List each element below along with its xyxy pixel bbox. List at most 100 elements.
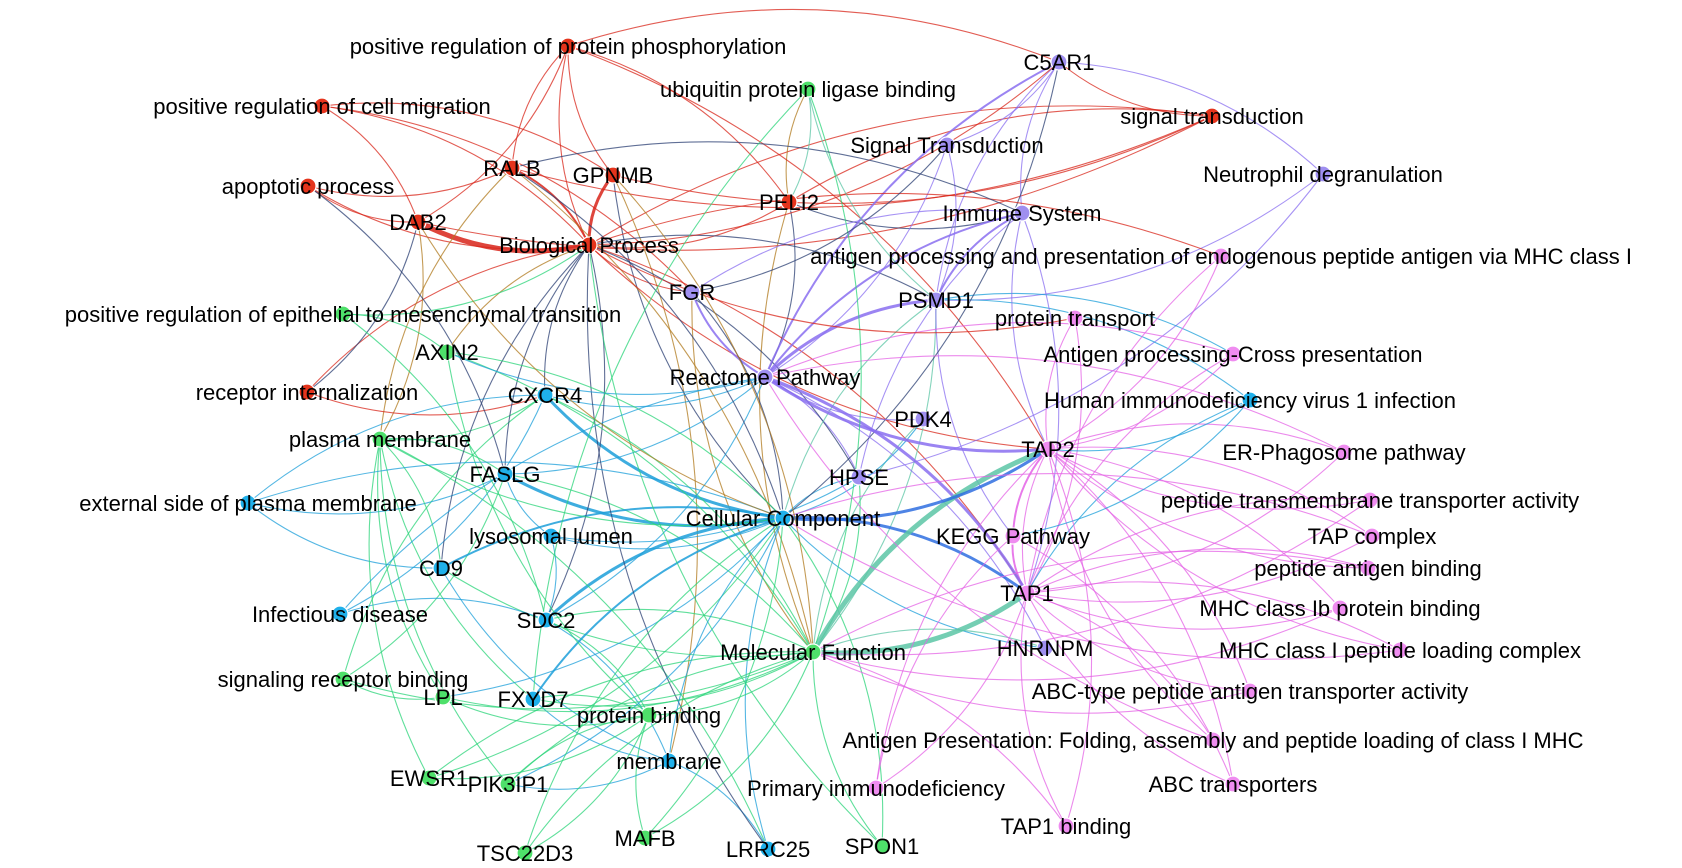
node-marker[interactable] [1036,639,1054,657]
node-signaling-rec[interactable]: signaling receptor binding [218,667,469,692]
node-reactome[interactable]: Reactome Pathway [670,365,861,390]
node-marker[interactable] [371,430,389,448]
node-marker[interactable] [409,213,427,231]
node-marker[interactable] [1331,599,1349,617]
node-marker[interactable] [434,688,452,706]
node-marker[interactable] [1241,391,1259,409]
node-marker[interactable] [496,465,514,483]
node-tsc22d3[interactable]: TSC22D3 [477,841,574,866]
node-ubiquitin[interactable]: ubiquitin protein ligase binding [660,77,956,102]
node-marker[interactable] [780,193,798,211]
node-marker[interactable] [313,97,331,115]
node-marker[interactable] [636,829,654,847]
node-marker[interactable] [1224,345,1242,363]
edge-TAP1-abc_peptide [1026,592,1251,692]
node-marker[interactable] [432,559,450,577]
node-marker[interactable] [850,468,868,486]
node-marker[interactable] [804,643,822,661]
node-marker[interactable] [1335,443,1353,461]
node-sig-trans-r[interactable]: Signal Transduction [850,133,1043,158]
node-c5ar1[interactable]: C5AR1 [1024,50,1095,75]
edge-ubiquitin-PSMD1 [807,88,937,301]
node-receptor-intern[interactable]: receptor internalization [196,380,419,405]
node-marker[interactable] [1004,527,1022,545]
node-marker[interactable] [334,305,352,323]
node-primary-immuno[interactable]: Primary immunodeficiency [747,776,1005,801]
node-lysosomal[interactable]: lysosomal lumen [469,524,633,549]
edge-ubiquitin-PELI2 [788,88,812,203]
node-marker[interactable] [503,159,521,177]
edge-FASLG-ext_plasma [247,473,506,515]
node-marker[interactable] [499,775,517,793]
node-marker[interactable] [1361,491,1379,509]
node-lpl[interactable]: LPL [423,685,462,710]
node-marker[interactable] [604,166,622,184]
node-marker[interactable] [1314,165,1332,183]
node-marker[interactable] [542,527,560,545]
node-gpnmb[interactable]: GPNMB [573,163,654,188]
node-marker[interactable] [536,386,554,404]
node-antigen-folding[interactable]: Antigen Presentation: Folding, assembly … [842,728,1583,753]
node-marker[interactable] [1224,775,1242,793]
node-marker[interactable] [334,670,352,688]
node-marker[interactable] [1039,440,1057,458]
node-pik3ip1[interactable]: PIK3IP1 [468,772,549,797]
node-er-phago[interactable]: ER-Phagosome pathway [1222,440,1465,465]
node-lrrc25[interactable]: LRRC25 [726,837,810,862]
node-marker[interactable] [298,383,316,401]
node-hiv[interactable]: Human immunodeficiency virus 1 infection [1044,388,1456,413]
node-marker[interactable] [914,410,932,428]
node-marker[interactable] [938,136,956,154]
edge-FASLG-mol_function [504,473,814,653]
node-marker[interactable] [1018,584,1036,602]
node-ext-plasma[interactable]: external side of plasma membrane [79,491,417,516]
node-marker[interactable] [774,509,792,527]
node-antigen-endog[interactable]: antigen processing and presentation of e… [810,244,1632,269]
node-marker[interactable] [516,844,534,862]
node-marker[interactable] [524,690,542,708]
node-marker[interactable] [1204,731,1222,749]
node-marker[interactable] [420,769,438,787]
node-marker[interactable] [1241,682,1259,700]
node-marker[interactable] [1057,817,1075,835]
node-neutrophil[interactable]: Neutrophil degranulation [1203,162,1443,187]
node-marker[interactable] [1066,309,1084,327]
node-marker[interactable] [799,80,817,98]
node-marker[interactable] [759,840,777,858]
node-marker[interactable] [927,291,945,309]
edge-mol_function-protein_binding [648,651,814,716]
node-marker[interactable] [756,368,774,386]
node-marker[interactable] [640,706,658,724]
node-marker[interactable] [580,236,598,254]
node-tap1-binding[interactable]: TAP1 binding [1001,814,1131,839]
node-marker[interactable] [331,605,349,623]
node-marker[interactable] [1212,247,1230,265]
node-pos-reg-cell-mig[interactable]: positive regulation of cell migration [153,94,491,119]
node-mafb[interactable]: MAFB [614,826,675,851]
node-marker[interactable] [1050,53,1068,71]
node-antigen-cross[interactable]: Antigen processing-Cross presentation [1043,342,1422,367]
node-marker[interactable] [867,779,885,797]
node-marker[interactable] [537,611,555,629]
node-apoptotic[interactable]: apoptotic process [222,174,394,199]
node-faslg[interactable]: FASLG [470,462,541,487]
node-marker[interactable] [1363,527,1381,545]
node-marker[interactable] [1359,559,1377,577]
node-infectious[interactable]: Infectious disease [252,602,428,627]
node-marker[interactable] [660,752,678,770]
edge-RALB-pos_reg_protein_phos [511,45,569,169]
node-marker[interactable] [1391,641,1409,659]
node-spon1[interactable]: SPON1 [845,834,920,859]
node-marker[interactable] [299,177,317,195]
node-marker[interactable] [559,37,577,55]
node-abc-transporters[interactable]: ABC transporters [1149,772,1318,797]
edge-RALB-mol_function [511,167,814,653]
node-marker[interactable] [1203,107,1221,125]
node-peptide-antigen[interactable]: peptide antigen binding [1254,556,1482,581]
node-marker[interactable] [438,343,456,361]
node-marker[interactable] [1013,204,1031,222]
node-marker[interactable] [873,837,891,855]
node-tap-complex[interactable]: TAP complex [1308,524,1437,549]
node-marker[interactable] [683,283,701,301]
node-marker[interactable] [239,494,257,512]
